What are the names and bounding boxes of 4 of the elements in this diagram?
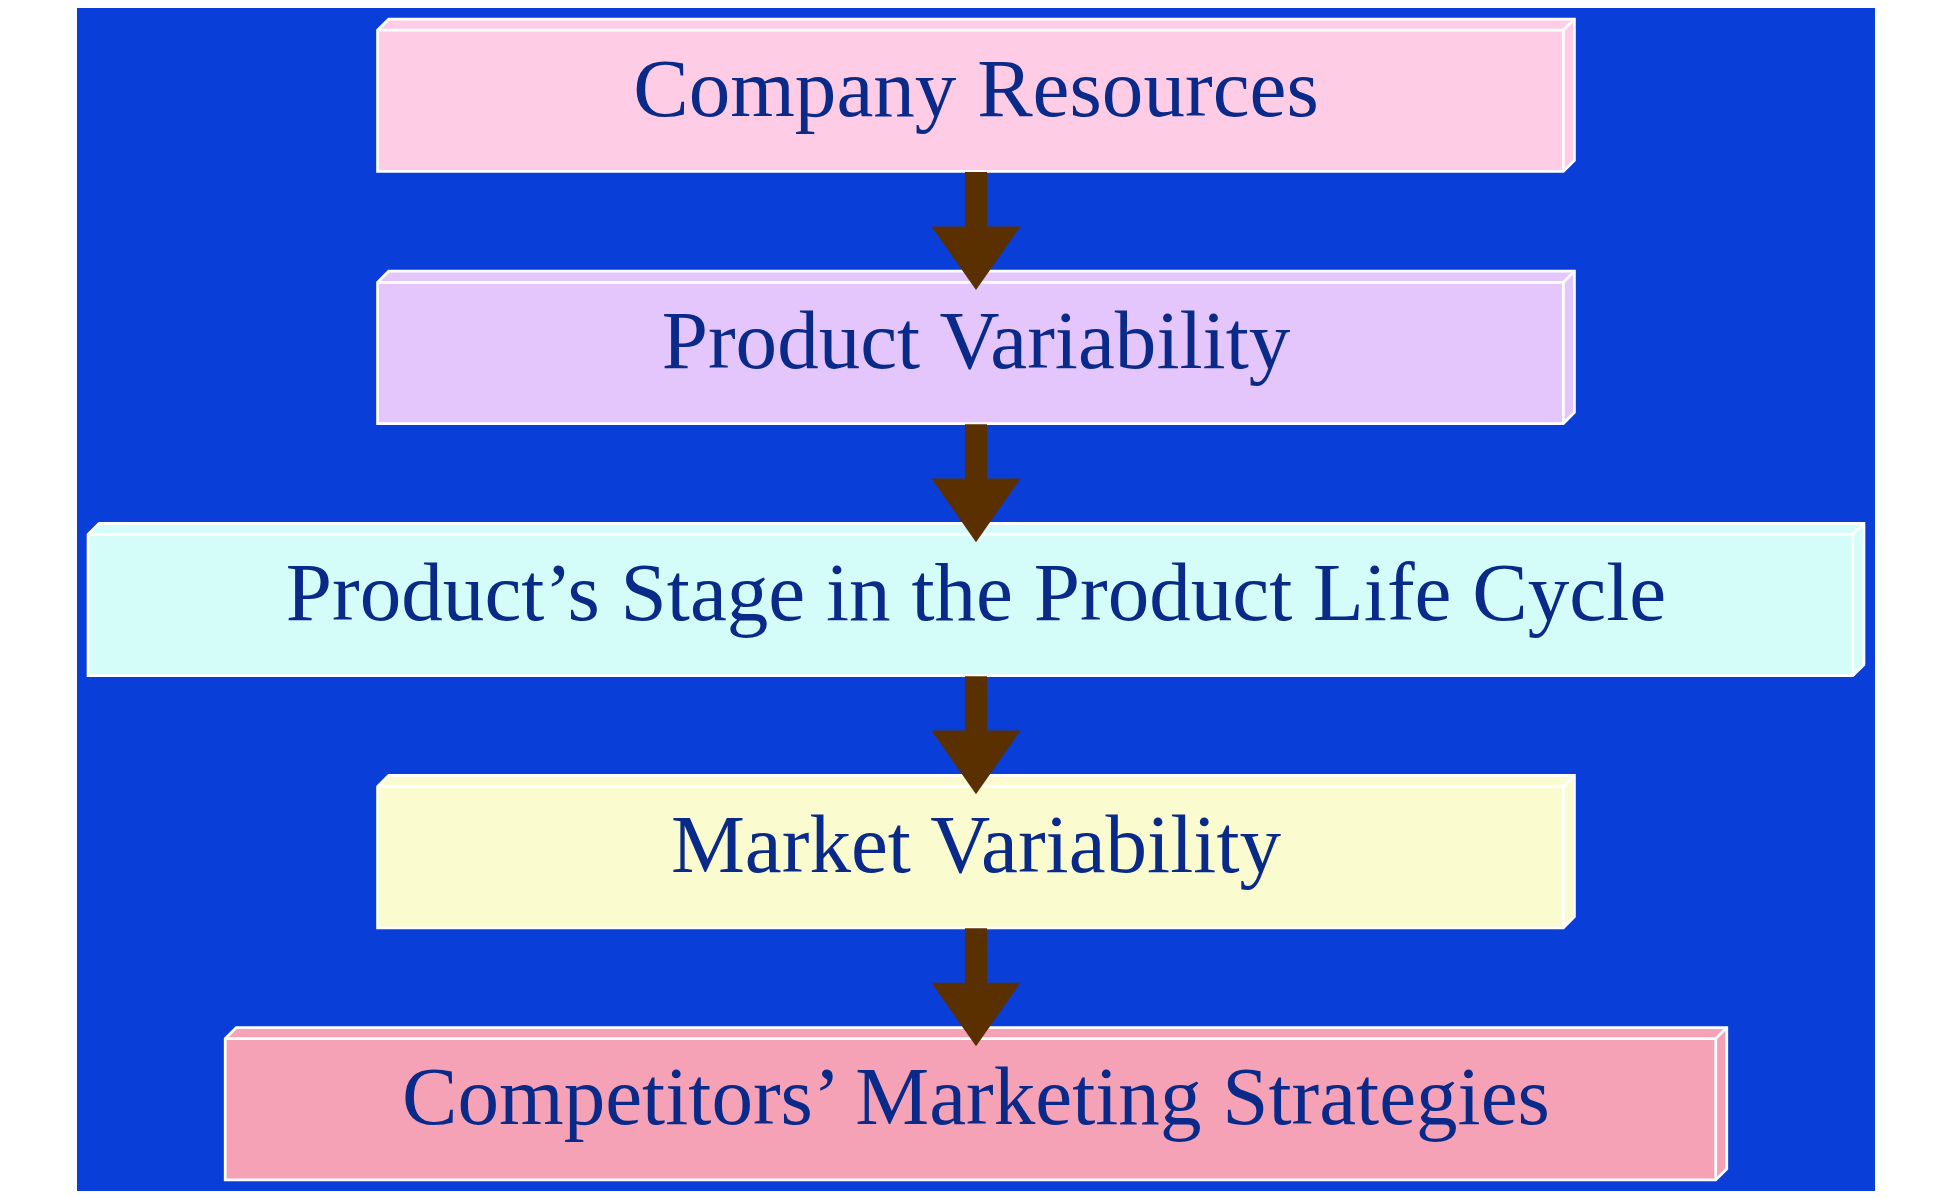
- arrow: [931, 172, 1021, 291]
- arrow: [931, 424, 1021, 543]
- arrow: [931, 928, 1021, 1047]
- arrow: [931, 676, 1021, 795]
